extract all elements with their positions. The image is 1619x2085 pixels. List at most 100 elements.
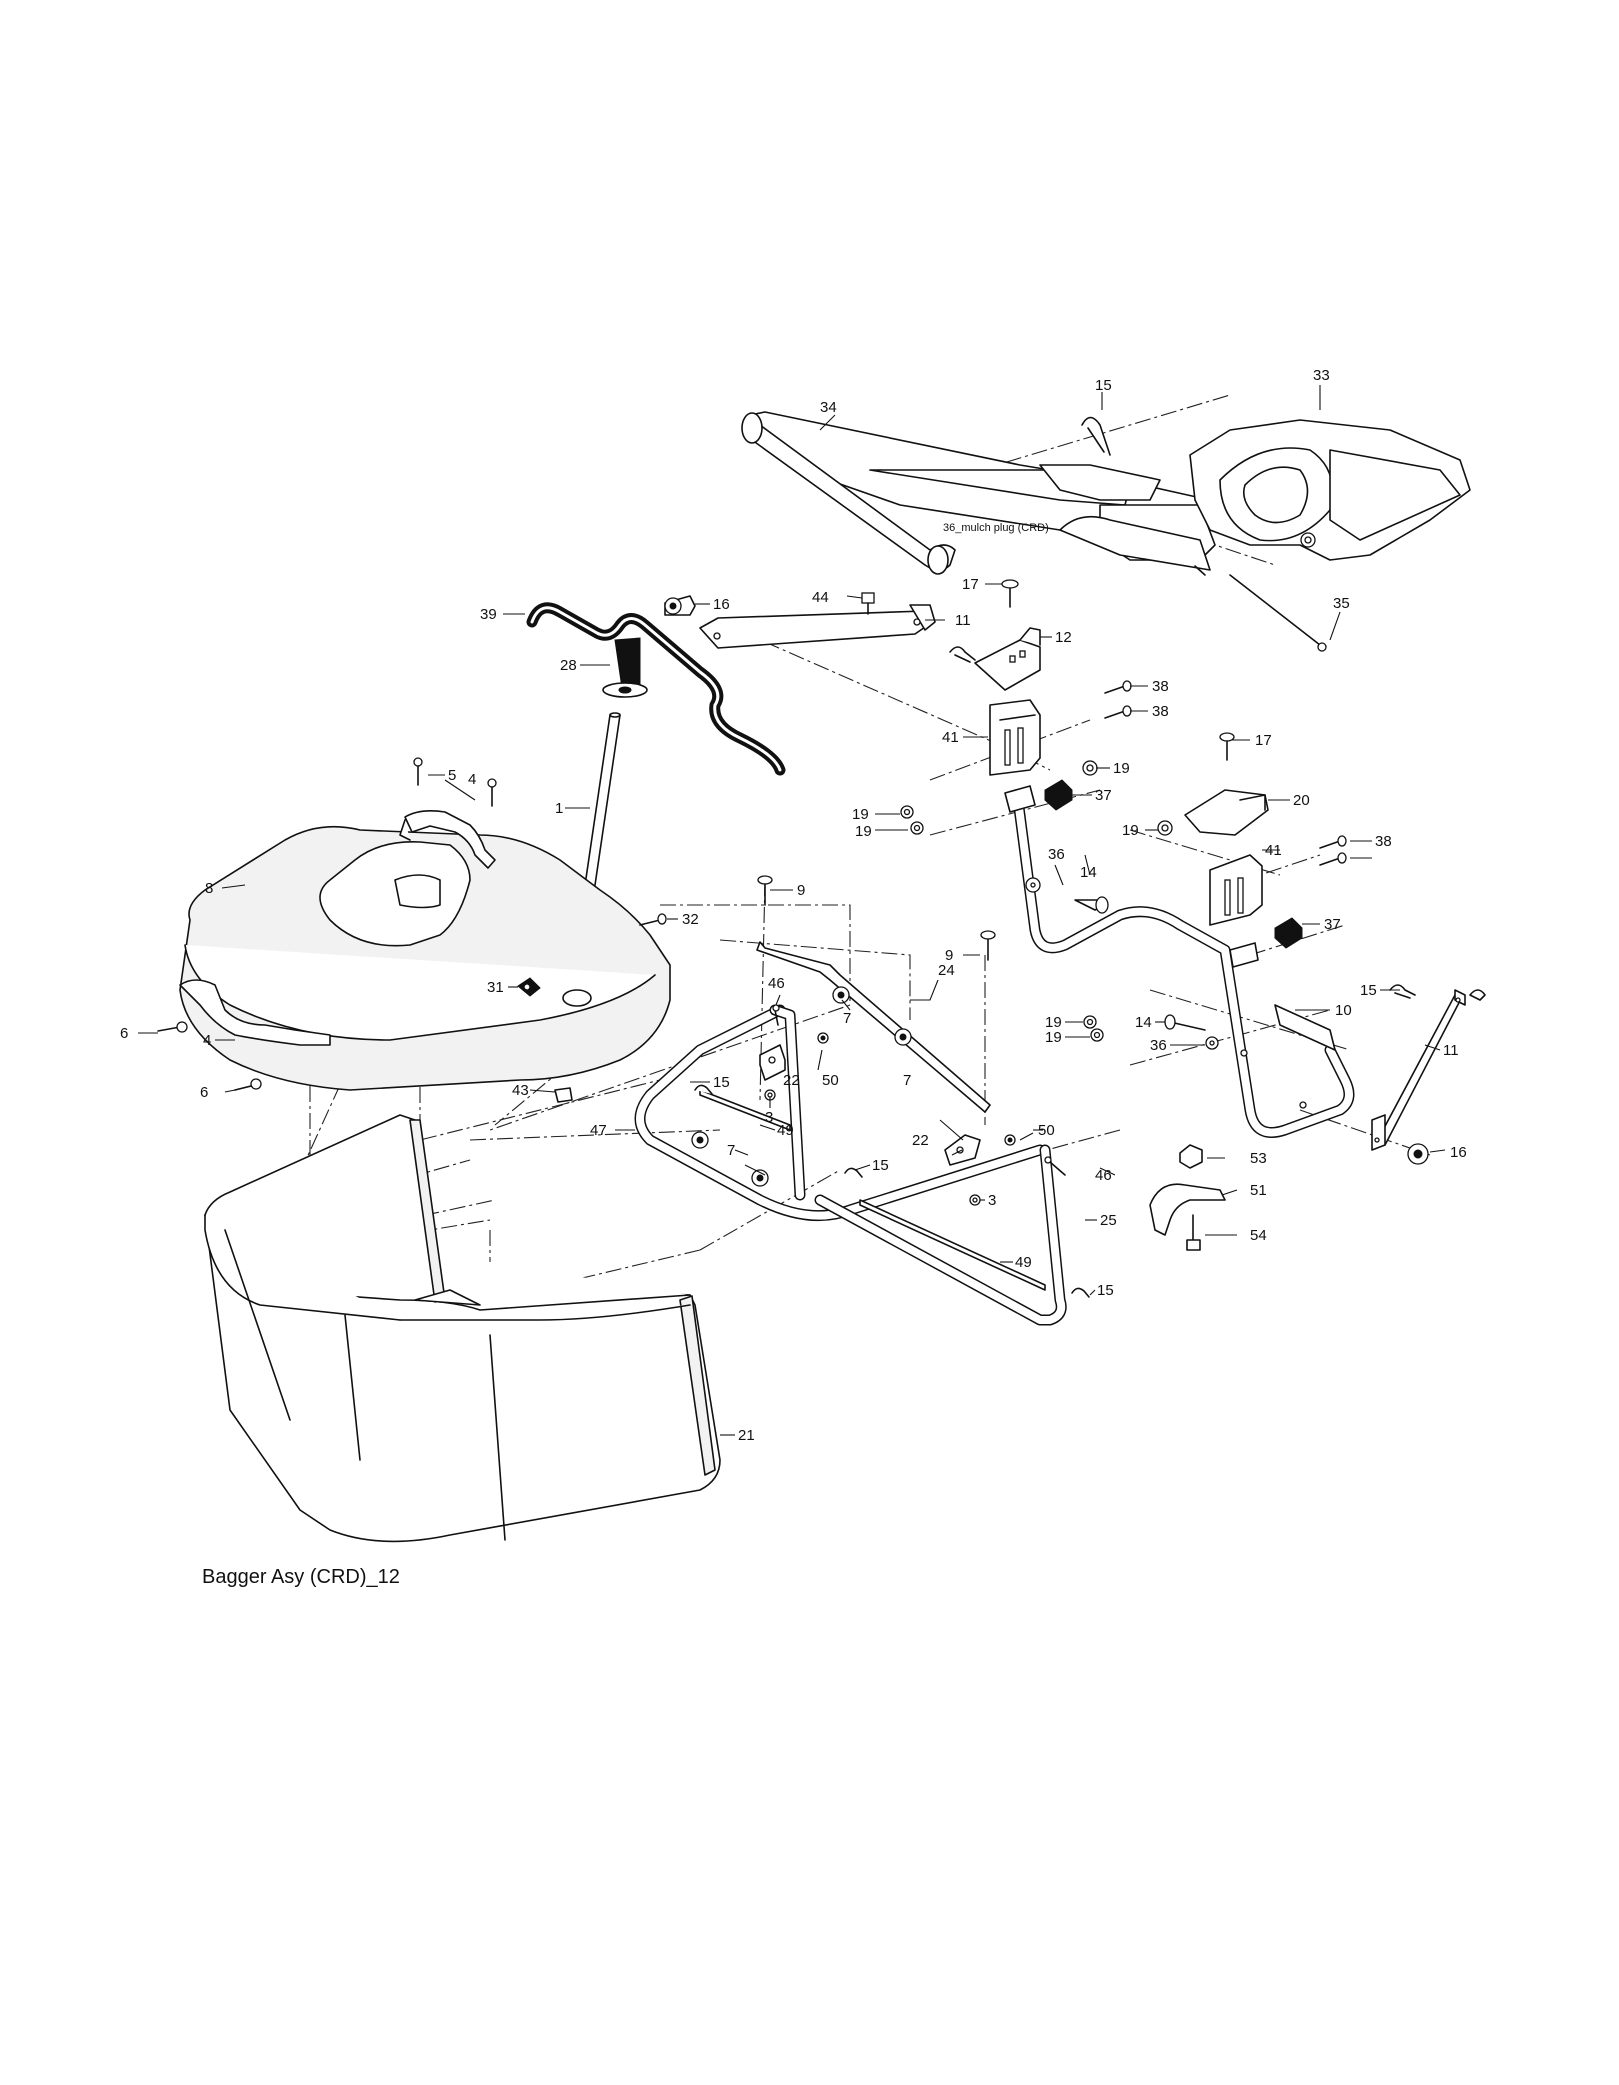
callout-25: 25	[1100, 1212, 1117, 1229]
callout-22b: 22	[912, 1132, 929, 1149]
callout-15b: 15	[1360, 982, 1377, 999]
callout-35: 35	[1333, 595, 1350, 612]
latch-51	[1149, 1144, 1226, 1251]
callout-19: 19	[1113, 760, 1130, 777]
bag-21	[204, 1114, 721, 1543]
bracket-20	[1184, 789, 1269, 836]
mulch-plug-note: 36_mulch plug (CRD)	[943, 522, 1049, 534]
handle-4-upper	[399, 810, 496, 869]
bracket-12	[974, 627, 1041, 691]
callout-21: 21	[738, 1427, 755, 1444]
callout-46b: 46	[1095, 1167, 1112, 1184]
callout-9b: 9	[945, 947, 953, 964]
callout-19b: 19	[852, 806, 869, 823]
rod-24	[756, 941, 991, 1113]
small-hardware	[694, 1004, 1090, 1298]
callout-53: 53	[1250, 1150, 1267, 1167]
callout-47: 47	[590, 1122, 607, 1139]
nuts-19	[900, 760, 1173, 1042]
callout-49b: 49	[1015, 1254, 1032, 1271]
callout-3: 3	[765, 1109, 773, 1126]
callout-22: 22	[783, 1072, 800, 1089]
callout-51: 51	[1250, 1182, 1267, 1199]
callout-41: 41	[942, 729, 959, 746]
bolts-9	[757, 875, 996, 961]
callout-14b: 14	[1135, 1014, 1152, 1031]
callout-15d: 15	[872, 1157, 889, 1174]
callout-3b: 3	[988, 1192, 996, 1209]
callout-5: 5	[448, 767, 456, 784]
screws-5	[413, 757, 497, 807]
frame-25	[814, 1144, 1067, 1326]
screw-32	[639, 913, 667, 926]
callout-19d: 19	[1122, 822, 1139, 839]
callout-24: 24	[938, 962, 955, 979]
callout-49: 49	[777, 1122, 794, 1139]
callout-6b: 6	[200, 1084, 208, 1101]
callout-12: 12	[1055, 629, 1072, 646]
callout-10: 10	[1335, 1002, 1352, 1019]
callout-7: 7	[843, 1010, 851, 1027]
callout-44: 44	[812, 589, 829, 606]
callout-4: 4	[468, 771, 476, 788]
callout-46: 46	[768, 975, 785, 992]
callout-39: 39	[480, 606, 497, 623]
hairpin-15-mid	[949, 646, 976, 663]
rods-49	[699, 1089, 1046, 1291]
callout-9: 9	[797, 882, 805, 899]
bracket-41-lower	[1209, 854, 1263, 926]
callout-43: 43	[512, 1082, 529, 1099]
nut-16-lower	[1407, 1143, 1429, 1165]
hairpin-15-top	[1081, 416, 1111, 456]
callout-15c: 15	[713, 1074, 730, 1091]
bumpers-37	[1044, 779, 1303, 949]
callout-38: 38	[1152, 678, 1169, 695]
callout-leaders	[138, 385, 1446, 1436]
grip-28	[602, 637, 648, 698]
hairpin-15-right	[1389, 984, 1486, 1001]
bolt-44	[861, 592, 875, 615]
screws-38-upper	[1104, 680, 1132, 719]
callout-11b: 11	[1443, 1042, 1459, 1059]
bracket-41-upper	[989, 699, 1041, 776]
callout-28: 28	[560, 657, 577, 674]
callout-7c: 7	[727, 1142, 735, 1159]
callout-8: 8	[205, 880, 213, 897]
frame-10	[1004, 785, 1355, 1138]
callout-33: 33	[1313, 367, 1330, 384]
callout-6: 6	[120, 1025, 128, 1042]
callout-20: 20	[1293, 792, 1310, 809]
callout-15e: 15	[1097, 1282, 1114, 1299]
callout-17b: 17	[1255, 732, 1272, 749]
bracket-11-lower	[1371, 989, 1466, 1151]
callout-54: 54	[1250, 1227, 1267, 1244]
callout-19f: 19	[1045, 1029, 1062, 1046]
callout-32: 32	[682, 911, 699, 928]
callout-7b: 7	[903, 1072, 911, 1089]
callout-19c: 19	[855, 823, 872, 840]
callout-16: 16	[713, 596, 730, 613]
callout-labels: 15 33 34 35 44 16 17 11 12 39 28 38 38 4…	[120, 367, 1467, 1444]
callout-14: 14	[1080, 864, 1097, 881]
callout-37: 37	[1095, 787, 1112, 804]
knob-31	[517, 977, 541, 997]
nuts-7	[691, 986, 912, 1187]
screws-38-lower	[1319, 835, 1347, 866]
callout-19e: 19	[1045, 1014, 1062, 1031]
cap-43	[554, 1087, 573, 1103]
callout-41b: 41	[1265, 842, 1282, 859]
rod-39	[526, 602, 786, 776]
callout-4b: 4	[203, 1032, 211, 1049]
callout-31: 31	[487, 979, 504, 996]
callout-37b: 37	[1324, 916, 1341, 933]
bracket-11-top	[664, 595, 936, 649]
callout-17: 17	[962, 576, 979, 593]
callout-38c: 38	[1375, 833, 1392, 850]
handle-4-lower	[179, 979, 331, 1046]
callout-50b: 50	[1038, 1122, 1055, 1139]
frame-47	[634, 1004, 1046, 1222]
callout-11: 11	[955, 612, 971, 629]
callout-50: 50	[822, 1072, 839, 1089]
